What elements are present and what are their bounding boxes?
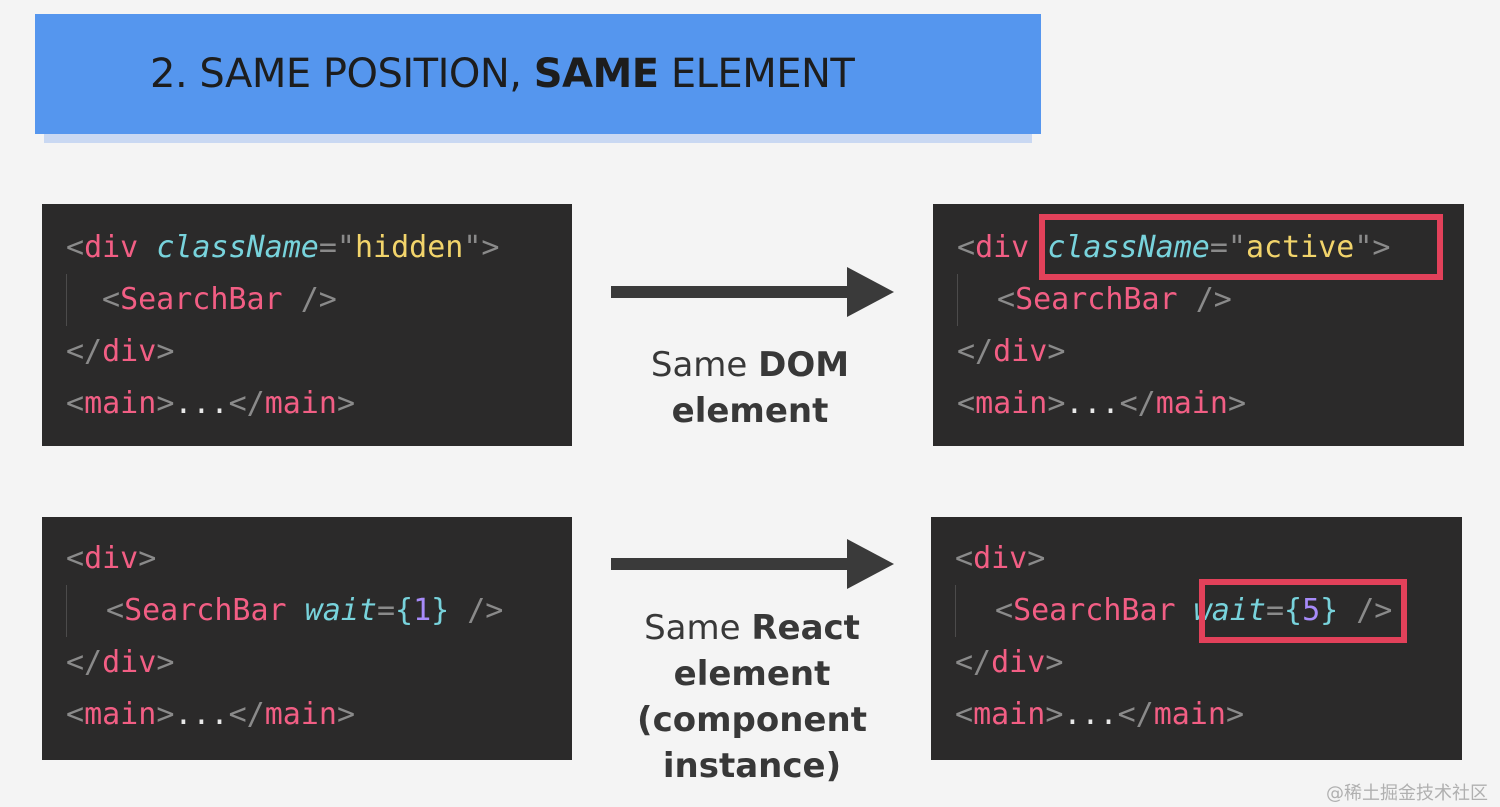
caption-line: instance) — [662, 746, 842, 786]
code-line: </div> — [66, 334, 175, 369]
code-line: <div className="hidden"> — [66, 230, 500, 265]
indent-guide — [955, 585, 956, 637]
code-line: <div> — [66, 541, 157, 576]
code-line: <main>...</main> — [66, 386, 355, 421]
code-line: <main>...</main> — [957, 386, 1246, 421]
code-line: <SearchBar /> — [102, 282, 337, 317]
slide-title: 2. SAME POSITION, SAME ELEMENT — [150, 51, 855, 97]
code-line: <SearchBar wait={5} /> — [995, 593, 1393, 628]
code-line: </div> — [955, 645, 1064, 680]
code-after-react: <div> <SearchBar wait={5} /> </div> <mai… — [931, 517, 1462, 760]
caption-line: element — [671, 391, 829, 431]
caption-line: Same DOM — [650, 345, 850, 385]
changed-prop-highlight — [1199, 579, 1407, 643]
caption-line: (component — [637, 700, 867, 740]
caption-same-react-element: Same React element (component instance) — [612, 605, 892, 789]
code-line: <div className="active"> — [957, 230, 1391, 265]
changed-attribute-highlight — [1039, 214, 1443, 280]
title-prefix: 2. SAME POSITION, — [150, 51, 534, 97]
caption-same-dom-element: Same DOM element — [620, 342, 880, 434]
title-bold: SAME — [533, 51, 659, 97]
code-line: </div> — [957, 334, 1066, 369]
code-line: </div> — [66, 645, 175, 680]
arrow-right-icon — [611, 267, 894, 317]
arrow-right-icon — [611, 539, 894, 589]
code-line: <SearchBar wait={1} /> — [106, 593, 504, 628]
caption-line: element — [673, 654, 831, 694]
title-suffix: ELEMENT — [658, 51, 855, 97]
code-before-react: <div> <SearchBar wait={1} /> </div> <mai… — [42, 517, 572, 760]
code-before-dom: <div className="hidden"> <SearchBar /> <… — [42, 204, 572, 446]
watermark: @稀土掘金技术社区 — [1326, 783, 1488, 804]
code-after-dom: <div className="active"> <SearchBar /> <… — [933, 204, 1464, 446]
caption-line: Same React — [644, 608, 860, 648]
code-line: <SearchBar /> — [997, 282, 1232, 317]
code-line: <main>...</main> — [955, 697, 1244, 732]
title-banner: 2. SAME POSITION, SAME ELEMENT — [35, 14, 1041, 134]
code-line: <main>...</main> — [66, 697, 355, 732]
code-line: <div> — [955, 541, 1046, 576]
indent-guide — [957, 274, 958, 326]
indent-guide — [66, 274, 67, 326]
indent-guide — [66, 585, 67, 637]
